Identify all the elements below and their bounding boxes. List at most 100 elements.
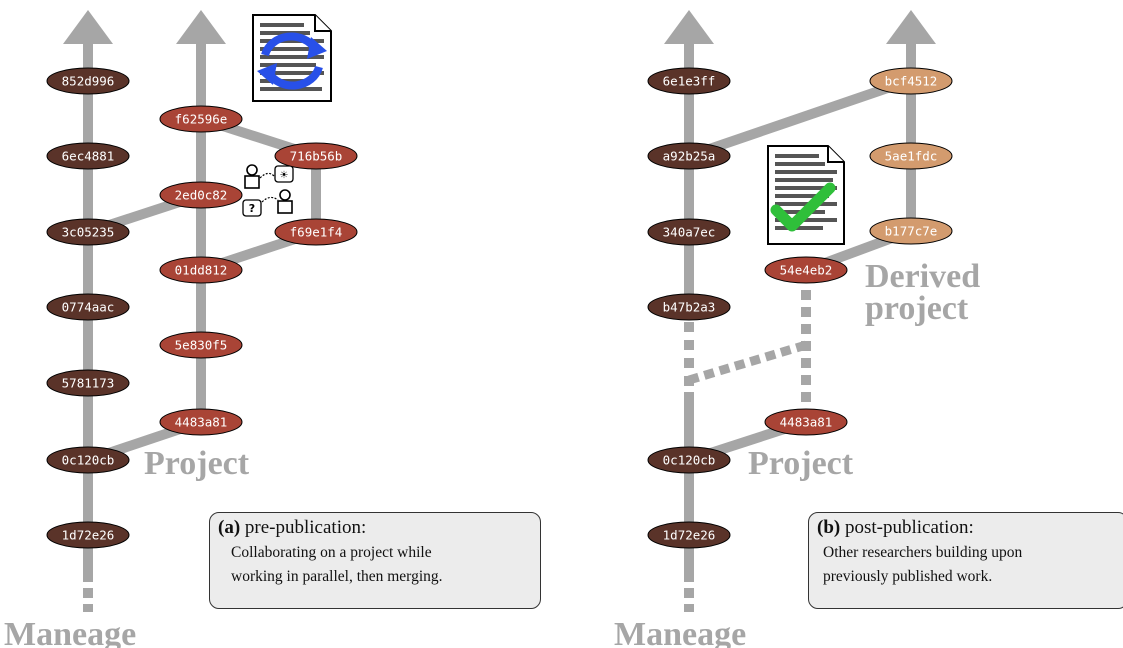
b-maneage-commits: 6e1e3ff a92b25a 340a7ec b47b2a3 0c120cb 1d72e… xyxy=(647,67,731,549)
commit-hash-label: 340a7ec xyxy=(663,225,716,240)
commit-ellipse xyxy=(274,142,358,170)
commit-node-3c05235: 3c05235 xyxy=(46,218,130,246)
commit-ellipse xyxy=(764,256,848,284)
caption-b-title: post-publication: xyxy=(844,517,974,538)
commit-node-a92b25a: a92b25a xyxy=(647,142,731,170)
caption-b-line1: Other researchers building upon xyxy=(823,544,1023,561)
collaboration-people-icon: ☀ ? xyxy=(242,164,294,217)
commit-hash-label: b177c7e xyxy=(885,224,938,239)
commit-node-01dd812: 01dd812 xyxy=(159,256,243,284)
caption-a-line2: working in parallel, then merging. xyxy=(231,568,443,585)
b-derived-commits: bcf4512 5ae1fdc b177c7e xyxy=(869,67,953,245)
project-label-b: Project xyxy=(748,445,854,482)
commit-node-b177c7e: b177c7e xyxy=(869,217,953,245)
caption-a: (a) pre-publication: Collaborating on a … xyxy=(209,512,541,609)
commit-ellipse xyxy=(159,256,243,284)
caption-b-tag: (b) xyxy=(817,517,841,538)
derived-fork-line xyxy=(687,75,913,161)
commit-ellipse xyxy=(46,67,130,95)
commit-node-f69e1f4: f69e1f4 xyxy=(274,218,358,246)
commit-hash-label: 0c120cb xyxy=(62,453,115,468)
commit-hash-label: f62596e xyxy=(175,112,228,127)
project-dashed-update xyxy=(687,340,808,385)
commit-hash-label: 716b56b xyxy=(290,149,343,164)
panel-a: ☀ ? 852d996 6ec4881 3c05235 0774aac 5781173 0… xyxy=(4,10,358,648)
verified-document-icon xyxy=(767,145,845,245)
commit-ellipse xyxy=(764,408,848,436)
commit-hash-label: 5ae1fdc xyxy=(885,149,938,164)
caption-a-title: pre-publication: xyxy=(244,517,367,538)
commit-node-f62596e: f62596e xyxy=(159,105,243,133)
maneage-arrow-head-b xyxy=(664,10,714,44)
caption-a-line1: Collaborating on a project while xyxy=(231,544,432,561)
commit-hash-label: 0774aac xyxy=(62,300,115,315)
commit-ellipse xyxy=(46,293,130,321)
commit-ellipse xyxy=(647,521,731,549)
commit-hash-label: 2ed0c82 xyxy=(175,188,228,203)
commit-node-5781173: 5781173 xyxy=(46,369,130,397)
derived-label-line2: project xyxy=(865,290,969,327)
commit-ellipse xyxy=(46,446,130,474)
commit-node-6e1e3ff: 6e1e3ff xyxy=(647,67,731,95)
commit-hash-label: bcf4512 xyxy=(885,74,938,89)
derived-label-line1: Derived xyxy=(865,258,980,295)
commit-hash-label: 852d996 xyxy=(62,74,115,89)
panel-b: 6e1e3ff a92b25a 340a7ec b47b2a3 0c120cb 1d72e… xyxy=(614,10,980,648)
commit-hash-label: 6e1e3ff xyxy=(663,74,716,89)
commit-node-0c120cb: 0c120cb xyxy=(647,446,731,474)
commit-node-340a7ec: 340a7ec xyxy=(647,218,731,246)
commit-node-6ec4881: 6ec4881 xyxy=(46,142,130,170)
commit-ellipse xyxy=(647,67,731,95)
derived-arrow-head xyxy=(886,10,936,44)
commit-hash-label: 5781173 xyxy=(62,376,115,391)
commit-ellipse xyxy=(46,218,130,246)
caption-b-line2: previously published work. xyxy=(823,568,993,585)
caption-a-tag: (a) xyxy=(218,517,241,538)
commit-ellipse xyxy=(647,293,731,321)
commit-hash-label: 01dd812 xyxy=(175,263,228,278)
svg-text:☀: ☀ xyxy=(280,170,289,181)
project-label-a: Project xyxy=(144,445,250,482)
a-maneage-commits: 852d996 6ec4881 3c05235 0774aac 5781173 0c120… xyxy=(46,67,130,549)
commit-ellipse xyxy=(869,217,953,245)
commit-node-5ae1fdc: 5ae1fdc xyxy=(869,142,953,170)
commit-node-1d72e26: 1d72e26 xyxy=(647,521,731,549)
commit-node-bcf4512: bcf4512 xyxy=(869,67,953,95)
commit-ellipse xyxy=(46,142,130,170)
commit-node-2ed0c82: 2ed0c82 xyxy=(159,181,243,209)
commit-ellipse xyxy=(159,105,243,133)
commit-node-1d72e26: 1d72e26 xyxy=(46,521,130,549)
commit-ellipse xyxy=(647,218,731,246)
commit-ellipse xyxy=(46,521,130,549)
commit-ellipse xyxy=(46,369,130,397)
commit-node-852d996: 852d996 xyxy=(46,67,130,95)
commit-hash-label: 5e830f5 xyxy=(175,338,228,353)
commit-ellipse xyxy=(647,446,731,474)
commit-node-4483a81: 4483a81 xyxy=(764,408,848,436)
commit-ellipse xyxy=(869,67,953,95)
b-project-commits: 54e4eb2 4483a81 xyxy=(764,256,848,436)
commit-hash-label: 3c05235 xyxy=(62,225,115,240)
a-project-commits: f62596e 2ed0c82 01dd812 5e830f5 4483a81 xyxy=(159,105,243,436)
a-side-commits: 716b56b f69e1f4 xyxy=(274,142,358,246)
commit-hash-label: 4483a81 xyxy=(780,415,833,430)
commit-node-0c120cb: 0c120cb xyxy=(46,446,130,474)
commit-node-716b56b: 716b56b xyxy=(274,142,358,170)
commit-hash-label: 54e4eb2 xyxy=(780,263,833,278)
maneage-arrow-head xyxy=(63,10,113,44)
commit-hash-label: b47b2a3 xyxy=(663,300,716,315)
caption-b: (b) post-publication: Other researchers … xyxy=(808,512,1123,609)
commit-node-b47b2a3: b47b2a3 xyxy=(647,293,731,321)
commit-ellipse xyxy=(274,218,358,246)
commit-ellipse xyxy=(159,181,243,209)
commit-hash-label: 1d72e26 xyxy=(62,528,115,543)
svg-text:?: ? xyxy=(249,202,255,215)
commit-hash-label: 1d72e26 xyxy=(663,528,716,543)
commit-hash-label: 4483a81 xyxy=(175,415,228,430)
project-arrow-head xyxy=(176,10,226,44)
commit-hash-label: a92b25a xyxy=(663,149,716,164)
sync-document-icon xyxy=(252,14,332,102)
commit-ellipse xyxy=(869,142,953,170)
commit-hash-label: 0c120cb xyxy=(663,453,716,468)
commit-node-54e4eb2: 54e4eb2 xyxy=(764,256,848,284)
